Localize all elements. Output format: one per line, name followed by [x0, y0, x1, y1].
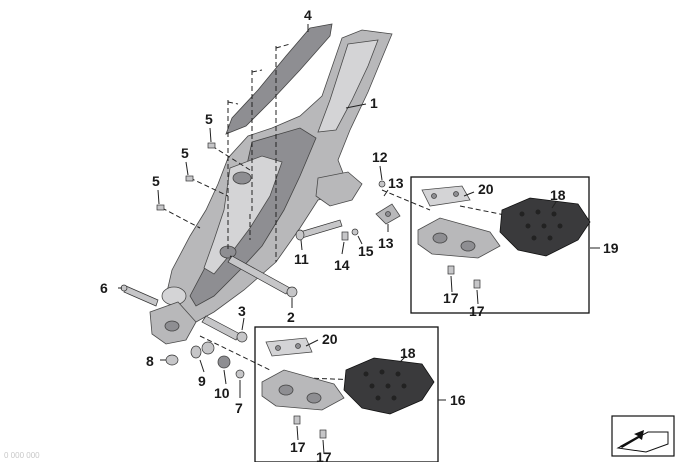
- part-label-18a: 18: [550, 187, 566, 203]
- bolt-2: [227, 255, 298, 298]
- part-label-20b: 20: [322, 331, 338, 347]
- part-label-20a: 20: [478, 181, 494, 197]
- part-label-4: 4: [304, 7, 312, 23]
- part-label-15: 15: [358, 243, 374, 259]
- orientation-icon: [611, 415, 675, 457]
- part-label-18b: 18: [400, 345, 416, 361]
- bolt-3: [201, 315, 248, 343]
- part-label-1: 1: [370, 95, 378, 111]
- part-label-19: 19: [603, 240, 619, 256]
- assembly-box-16: [254, 326, 439, 462]
- part-label-13a: 13: [388, 175, 404, 191]
- assembly-lines: [161, 43, 511, 381]
- part-label-14: 14: [334, 257, 350, 273]
- part-label-7: 7: [235, 400, 243, 416]
- part-label-17b: 17: [469, 303, 485, 319]
- small-hardware: [165, 341, 245, 379]
- part-label-17a: 17: [443, 290, 459, 306]
- bolt-11: [295, 219, 343, 241]
- part-label-5c: 5: [152, 173, 160, 189]
- part-label-5a: 5: [205, 111, 213, 127]
- part-label-16: 16: [450, 392, 466, 408]
- screws-5: [156, 142, 216, 211]
- part-label-5b: 5: [181, 145, 189, 161]
- spring-6: [120, 284, 159, 307]
- part-label-6: 6: [100, 280, 108, 296]
- part-label-17c: 17: [290, 439, 306, 455]
- part-label-13b: 13: [378, 235, 394, 251]
- watermark: 0 000 000: [4, 451, 40, 460]
- part-label-2: 2: [287, 309, 295, 325]
- assembly-box-19: [410, 176, 590, 314]
- part-label-17d: 17: [316, 449, 332, 462]
- footpeg-upper: [417, 185, 501, 289]
- footrest-bracket: [149, 29, 393, 345]
- part-label-11: 11: [294, 251, 309, 267]
- part-label-10: 10: [214, 385, 230, 401]
- part-label-9: 9: [198, 373, 206, 389]
- small-pins: [341, 180, 401, 241]
- footpeg-lower: [261, 337, 345, 439]
- part-label-12: 12: [372, 149, 388, 165]
- leader-lines: [118, 24, 600, 455]
- part-label-8: 8: [146, 353, 154, 369]
- rubber-pad-upper: [499, 197, 591, 257]
- rubber-pad-lower: [343, 357, 435, 415]
- part-number-labels: 4 1 5 5 5 12 13 13 11 14 15 6 3 2 8 9 10…: [100, 7, 619, 462]
- part-label-3: 3: [238, 303, 246, 319]
